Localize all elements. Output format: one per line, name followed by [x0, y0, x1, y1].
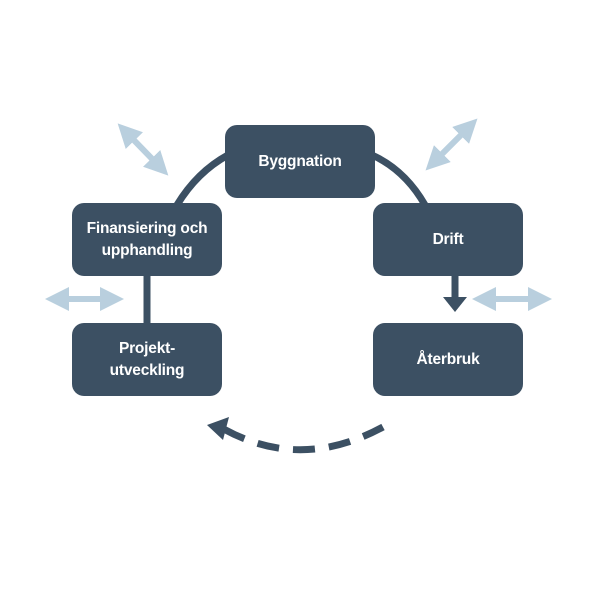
stage-label: Återbruk [416, 350, 480, 368]
stage-finansiering-och-upphandling: Finansiering och upphandling [72, 203, 222, 276]
stage-label-line2: utveckling [109, 361, 185, 379]
stage-projektutveckling: Projekt- utveckling [72, 323, 222, 396]
connector-arc-finansiering-byggnation [173, 151, 232, 209]
stage-drift: Drift [373, 203, 523, 276]
stage-label-line1: Finansiering och [86, 219, 208, 237]
double-headed-arrow-icon [425, 118, 478, 171]
stage-label-line2: upphandling [101, 241, 193, 259]
connector-arc-byggnation-drift [368, 151, 429, 209]
double-headed-arrow-icon [117, 123, 169, 176]
stage-byggnation: Byggnation [225, 125, 375, 198]
stage-label: Byggnation [258, 152, 342, 170]
stage-label: Drift [432, 230, 464, 248]
dashed-curved-arrow-icon [207, 417, 385, 454]
down-arrow-icon [443, 276, 467, 312]
stage-aterbruk: Återbruk [373, 323, 523, 396]
stage-label-line1: Projekt- [118, 339, 176, 357]
